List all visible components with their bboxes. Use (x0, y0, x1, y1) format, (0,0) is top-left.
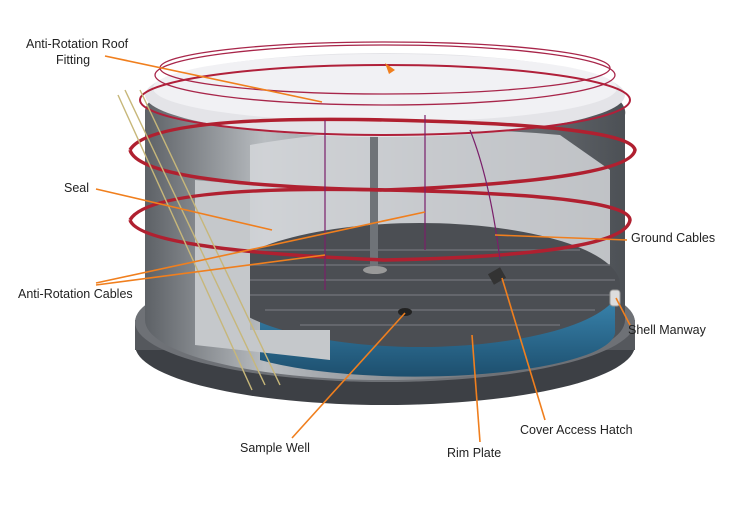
label-sample-well: Sample Well (240, 441, 310, 455)
sample-well (398, 308, 412, 316)
anti-rotation-cables (324, 115, 501, 290)
label-cover-access-hatch: Cover Access Hatch (520, 423, 633, 437)
roof-fitting (385, 63, 395, 74)
label-anti-rotation-roof-fitting-2: Fitting (56, 53, 90, 67)
label-shell-manway: Shell Manway (628, 323, 707, 337)
floating-roof-deck (220, 223, 620, 347)
label-anti-rotation-cables: Anti-Rotation Cables (18, 287, 133, 301)
label-rim-plate: Rim Plate (447, 446, 501, 460)
label-seal: Seal (64, 181, 89, 195)
wind-girders (128, 117, 637, 262)
label-ground-cables: Ground Cables (631, 231, 715, 245)
label-anti-rotation-roof-fitting: Anti-Rotation Roof (26, 37, 129, 51)
roof (145, 53, 625, 137)
leader-lines (95, 55, 631, 443)
cover-access-hatch (487, 267, 507, 285)
stairway (117, 89, 281, 391)
